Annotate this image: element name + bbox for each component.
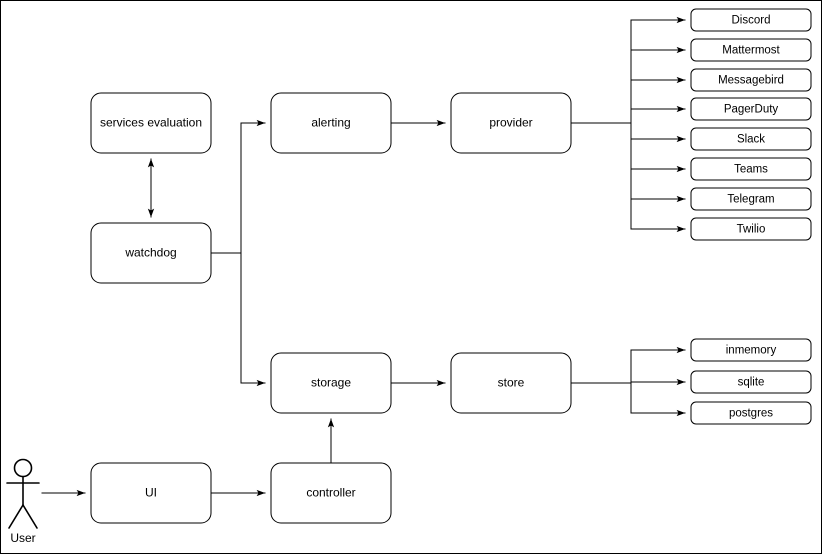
node-inmemory[interactable]: inmemory: [690, 338, 812, 362]
node-sqlite-shape[interactable]: [690, 370, 812, 394]
actor-left-leg-icon: [8, 504, 24, 529]
actor-right-leg-icon: [22, 504, 38, 529]
node-teams[interactable]: Teams: [690, 157, 812, 181]
node-storage-shape[interactable]: [270, 352, 392, 414]
node-store-label: store: [498, 376, 525, 390]
node-mattermost[interactable]: Mattermost: [690, 38, 812, 62]
node-sqlite[interactable]: sqlite: [690, 370, 812, 394]
node-discord-label: Discord: [732, 15, 771, 27]
node-discord-shape[interactable]: [690, 8, 812, 32]
node-watchdog[interactable]: watchdog: [90, 222, 212, 284]
node-alerting-label: alerting: [311, 116, 350, 130]
edge-watchdog-storage: [240, 252, 266, 387]
store-target-layer: inmemory sqlite postgres: [690, 338, 812, 425]
node-store[interactable]: store: [450, 352, 572, 414]
node-slack-shape[interactable]: [690, 127, 812, 151]
node-watchdog-label: watchdog: [124, 246, 176, 260]
node-provider-label: provider: [489, 116, 532, 130]
node-controller-shape[interactable]: [270, 462, 392, 524]
node-pagerduty-shape[interactable]: [690, 97, 812, 121]
edge-watchdog-alerting: [210, 119, 266, 254]
node-provider[interactable]: provider: [450, 92, 572, 154]
node-services-evaluation-label: services evaluation: [100, 116, 202, 130]
node-postgres-shape[interactable]: [690, 401, 812, 425]
node-postgres-label: postgres: [729, 408, 773, 420]
provider-fan-edges: [630, 16, 686, 233]
node-teams-shape[interactable]: [690, 157, 812, 181]
provider-target-layer: DiscordMattermostMessagebirdPagerDutySla…: [690, 8, 812, 241]
node-mattermost-label: Mattermost: [722, 45, 780, 57]
node-telegram[interactable]: Telegram: [690, 187, 812, 211]
node-telegram-shape[interactable]: [690, 187, 812, 211]
node-teams-label: Teams: [734, 164, 768, 176]
node-layer: services evaluation watchdog alerting pr…: [90, 92, 572, 524]
node-storage-label: storage: [311, 376, 351, 390]
node-services-evaluation[interactable]: services evaluation: [90, 92, 212, 154]
actor-label: User: [10, 531, 35, 545]
node-postgres[interactable]: postgres: [690, 401, 812, 425]
node-messagebird-shape[interactable]: [690, 68, 812, 92]
node-twilio-shape[interactable]: [690, 217, 812, 241]
node-pagerduty-label: PagerDuty: [724, 104, 779, 116]
node-ui-shape[interactable]: [90, 462, 212, 524]
node-discord[interactable]: Discord: [690, 8, 812, 32]
user-actor[interactable]: User: [6, 458, 40, 546]
node-services-evaluation-shape[interactable]: [90, 92, 212, 154]
node-inmemory-shape[interactable]: [690, 338, 812, 362]
node-mattermost-shape[interactable]: [690, 38, 812, 62]
node-alerting[interactable]: alerting: [270, 92, 392, 154]
node-twilio[interactable]: Twilio: [690, 217, 812, 241]
node-alerting-shape[interactable]: [270, 92, 392, 154]
node-sqlite-label: sqlite: [738, 377, 765, 389]
node-ui[interactable]: UI: [90, 462, 212, 524]
store-fan-edges: [630, 346, 686, 417]
node-slack-label: Slack: [737, 134, 765, 146]
node-messagebird-label: Messagebird: [718, 75, 784, 87]
node-twilio-label: Twilio: [737, 224, 766, 236]
node-ui-label: UI: [145, 486, 157, 500]
node-messagebird[interactable]: Messagebird: [690, 68, 812, 92]
node-slack[interactable]: Slack: [690, 127, 812, 151]
node-watchdog-shape[interactable]: [90, 222, 212, 284]
node-telegram-label: Telegram: [727, 194, 774, 206]
node-storage[interactable]: storage: [270, 352, 392, 414]
node-store-shape[interactable]: [450, 352, 572, 414]
node-pagerduty[interactable]: PagerDuty: [690, 97, 812, 121]
node-controller[interactable]: controller: [270, 462, 392, 524]
node-inmemory-label: inmemory: [726, 345, 777, 357]
node-provider-shape[interactable]: [450, 92, 572, 154]
edge-layer: [41, 16, 686, 497]
node-controller-label: controller: [306, 486, 355, 500]
